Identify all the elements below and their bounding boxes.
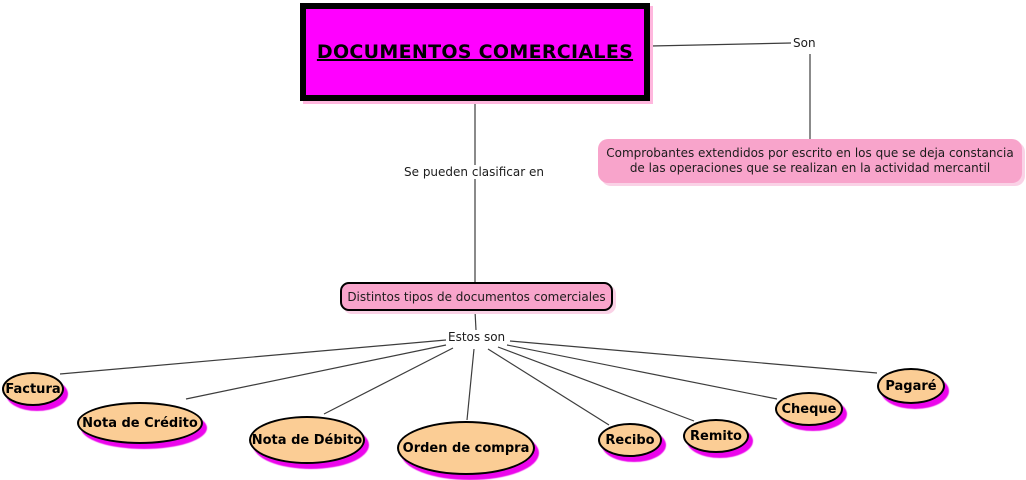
concept-node-orden-de-compra[interactable]: Orden de compra — [397, 421, 535, 475]
concept-node-label: Nota de Débito — [251, 432, 363, 448]
concept-node-label: Recibo — [605, 432, 655, 448]
concept-node-pagare[interactable]: Pagaré — [877, 368, 945, 404]
concept-node-nota-de-debito[interactable]: Nota de Débito — [249, 416, 365, 464]
connector-line-estos-son-nota-de-credito — [185, 344, 447, 400]
linking-phrase-se-pueden-clasificar-en[interactable]: Se pueden clasificar en — [402, 165, 546, 179]
concept-node-label: Remito — [690, 428, 742, 444]
concept-node-label: Factura — [5, 381, 61, 397]
connector-line-estos-son-nota-de-debito — [323, 347, 454, 415]
concept-node-documentos-comerciales[interactable]: DOCUMENTOS COMERCIALES — [300, 3, 650, 101]
title-label: DOCUMENTOS COMERCIALES — [316, 41, 634, 63]
concept-node-remito[interactable]: Remito — [683, 419, 749, 453]
definition-label: Comprobantes extendidos por escrito en l… — [606, 146, 1014, 175]
connector-line-estos-son-cheque — [506, 344, 778, 400]
concept-node-definition[interactable]: Comprobantes extendidos por escrito en l… — [598, 139, 1022, 183]
concept-node-cheque[interactable]: Cheque — [775, 392, 843, 426]
distintos-tipos-label: Distintos tipos de documentos comerciale… — [347, 289, 606, 304]
connector-line-types-estos-son — [474, 310, 477, 331]
concept-node-nota-de-credito[interactable]: Nota de Crédito — [77, 402, 203, 444]
linking-phrase-son[interactable]: Son — [791, 36, 818, 50]
concept-node-distintos-tipos[interactable]: Distintos tipos de documentos comerciale… — [340, 282, 613, 311]
connector-line-estos-son-recibo — [487, 348, 610, 426]
concept-node-recibo[interactable]: Recibo — [598, 423, 662, 457]
concept-node-factura[interactable]: Factura — [2, 372, 64, 406]
connector-line-estos-son-orden-de-compra — [466, 348, 475, 421]
concept-node-label: Pagaré — [885, 378, 937, 394]
connector-line-estos-son-pagare — [509, 340, 878, 374]
linking-phrase-estos-son[interactable]: Estos son — [446, 330, 508, 344]
concept-node-label: Orden de compra — [402, 440, 530, 456]
connector-line-estos-son-factura — [59, 339, 447, 375]
connector-line-title-son — [650, 42, 792, 47]
concept-node-label: Cheque — [781, 401, 837, 417]
connector-line-estos-son-remito — [497, 346, 695, 422]
concept-node-label: Nota de Crédito — [82, 415, 198, 431]
